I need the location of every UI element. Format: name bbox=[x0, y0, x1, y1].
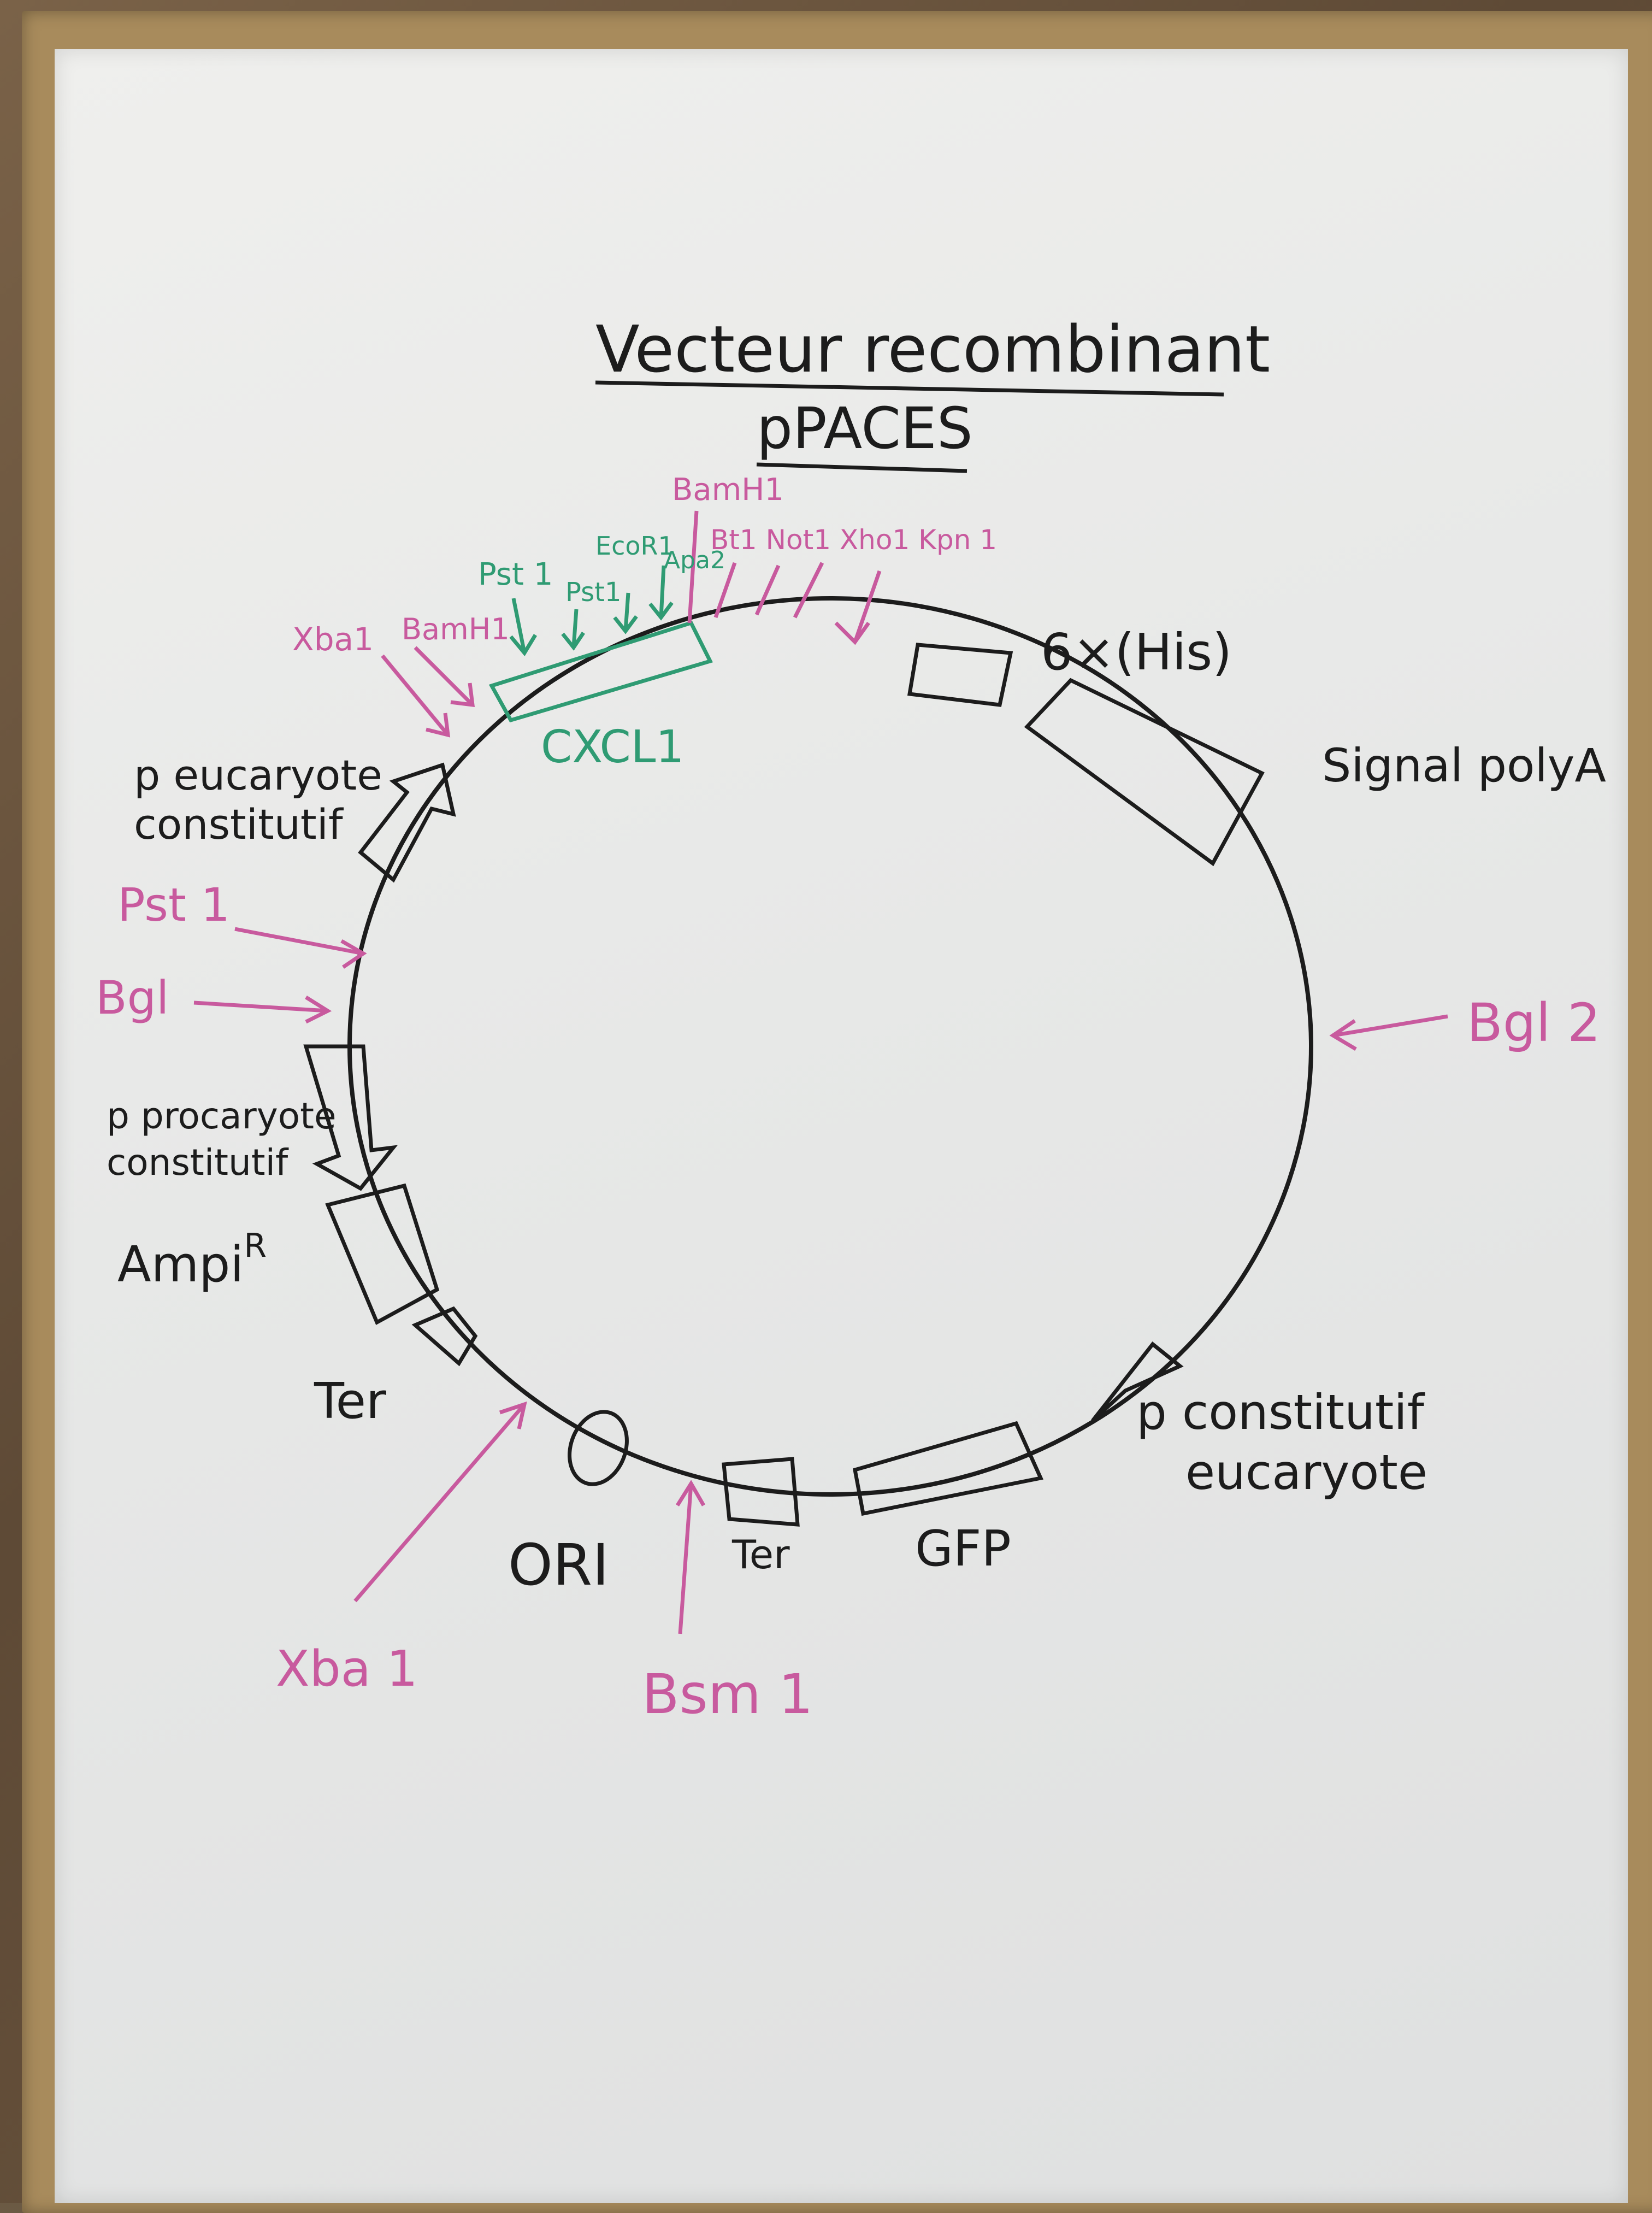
cxcl1-label: CXCL1 bbox=[541, 721, 685, 773]
p-eucaryote-top-label-2: constitutif bbox=[134, 800, 344, 849]
ampR-superscript: R bbox=[244, 1227, 267, 1265]
xba1-bottom-arrow bbox=[353, 1403, 526, 1603]
p-procaryote-label-1: p procaryote bbox=[107, 1095, 337, 1137]
ecor1-green-label: EcoR1 bbox=[595, 531, 674, 561]
gfp-box bbox=[852, 1421, 1043, 1516]
polyA-box bbox=[1024, 678, 1265, 867]
mcs-arrow-3 bbox=[793, 562, 824, 619]
bgl2-right-arrow bbox=[1332, 1014, 1448, 1038]
bsm1-bottom-arrow bbox=[678, 1483, 693, 1634]
bgl-left-arrow bbox=[193, 1000, 328, 1013]
p-eucaryote-top-label-1: p eucaryote bbox=[134, 751, 382, 799]
bsm1-bottom-label: Bsm 1 bbox=[642, 1662, 813, 1726]
pst1-left-label: Pst 1 bbox=[117, 878, 230, 932]
xba1-top-label: Xba1 bbox=[292, 621, 374, 658]
bamh1-top-arrow bbox=[414, 646, 474, 707]
p-eucaryote-top-arrow bbox=[358, 762, 456, 883]
p-constitutif-right-label-2: eucaryote bbox=[1185, 1444, 1427, 1500]
p-constitutif-right-arrow bbox=[1091, 1341, 1184, 1422]
cxcl1-box bbox=[488, 620, 713, 723]
ter-left-label: Ter bbox=[314, 1373, 386, 1430]
bgl2-right-label: Bgl 2 bbox=[1467, 992, 1601, 1053]
title-block: Vecteur recombinant pPACES bbox=[595, 311, 1270, 473]
whiteboard bbox=[55, 49, 1628, 2203]
ter-left-arrow bbox=[411, 1306, 478, 1367]
ampR-box bbox=[325, 1183, 440, 1325]
bamh1-mcs-arrow bbox=[687, 510, 699, 623]
polyA-label: Signal polyA bbox=[1322, 739, 1606, 792]
pst1-green-label: Pst 1 bbox=[478, 557, 553, 592]
plasmid-backbone bbox=[347, 596, 1313, 1497]
bgl-left-label: Bgl bbox=[96, 971, 169, 1025]
ter-bottom-box bbox=[722, 1457, 800, 1527]
pink-sites bbox=[193, 510, 1448, 1634]
p-procaryote-arrow bbox=[303, 1044, 398, 1191]
ori-label: ORI bbox=[508, 1532, 609, 1598]
title-underline-2 bbox=[756, 462, 967, 473]
xba1-bottom-label: Xba 1 bbox=[276, 1640, 418, 1698]
pst1-left-arrow bbox=[234, 927, 364, 956]
title-underline-1 bbox=[595, 380, 1224, 397]
mcs-pink-sites-label: Bt1 Not1 Xho1 Kpn 1 bbox=[710, 524, 997, 556]
mcs-arrow-2 bbox=[754, 564, 781, 616]
gfp-label: GFP bbox=[915, 1520, 1011, 1578]
title-line-2: pPACES bbox=[757, 395, 973, 462]
ter-bottom-label: Ter bbox=[731, 1532, 790, 1578]
pst1-b-green-label: Pst1 bbox=[565, 577, 621, 608]
title-line-1: Vecteur recombinant bbox=[595, 311, 1270, 387]
xba1-top-arrow bbox=[381, 654, 450, 737]
his-tag-box bbox=[907, 643, 1013, 707]
mcs-arrow-4 bbox=[853, 570, 882, 643]
bamh1-top-label: BamH1 bbox=[402, 612, 510, 646]
bamh1-mcs-label: BamH1 bbox=[672, 472, 784, 508]
mcs-arrow-1 bbox=[713, 562, 737, 619]
ampR-label: AmpiR bbox=[117, 1227, 267, 1293]
p-constitutif-right-label-1: p constitutif bbox=[1136, 1384, 1425, 1440]
p-procaryote-label-2: constitutif bbox=[107, 1141, 289, 1184]
apa2-green-label: Apa2 bbox=[664, 546, 725, 574]
ori-marker bbox=[568, 1410, 629, 1486]
green-sites bbox=[509, 565, 674, 657]
his-tag-label: 6×(His) bbox=[1041, 623, 1232, 681]
